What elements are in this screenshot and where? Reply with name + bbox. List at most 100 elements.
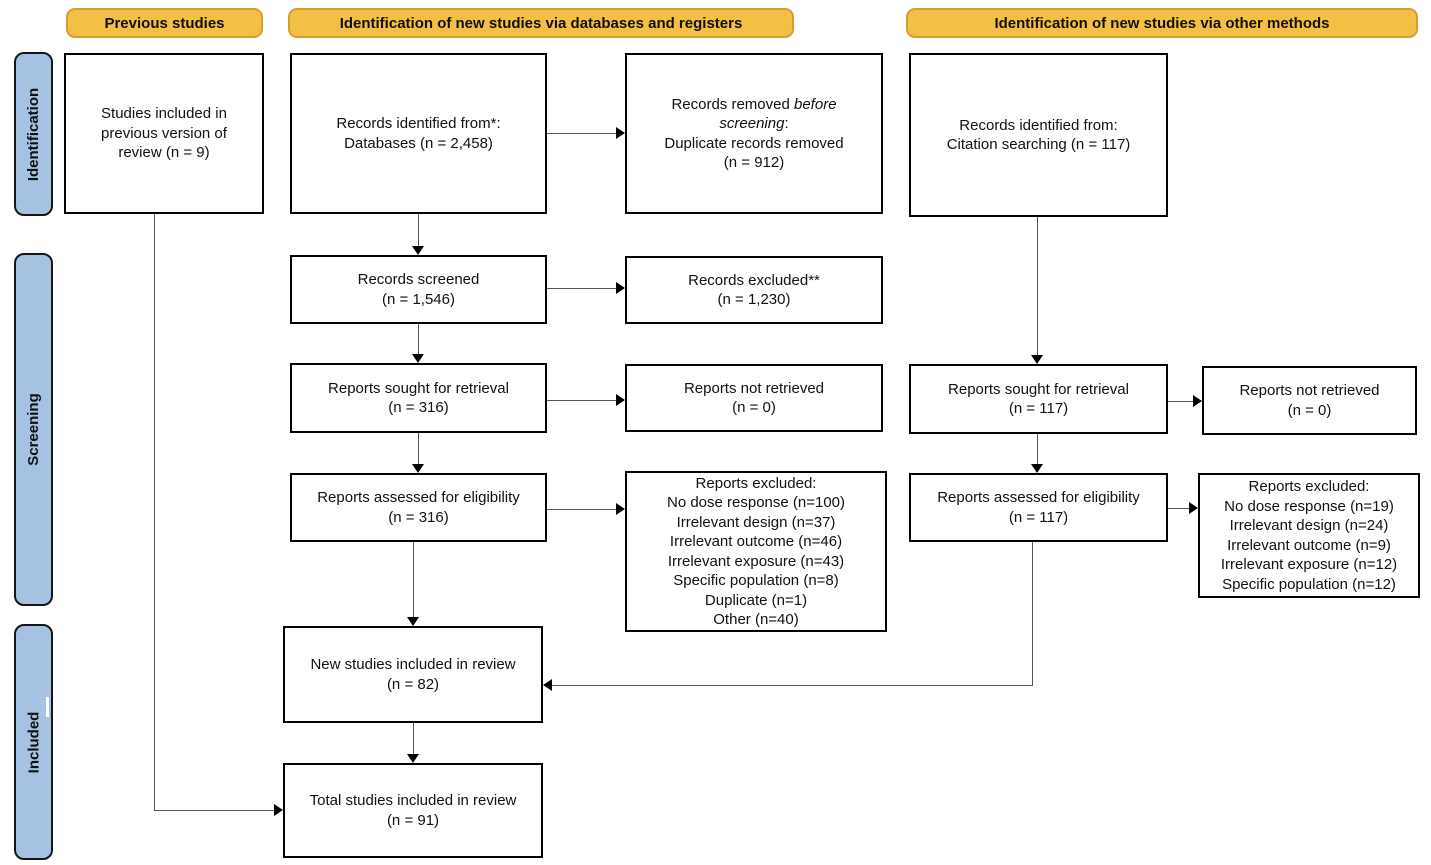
box-line: Records identified from*: — [336, 115, 501, 132]
box-line: Other (n=40) — [713, 611, 799, 628]
box-records-excluded: Records excluded** (n = 1,230) — [625, 256, 883, 324]
connector-sought-to-assessed — [418, 433, 419, 465]
arrowhead-sought-to-assessed-other — [1031, 464, 1043, 473]
box-line: (n = 117) — [1008, 508, 1069, 526]
stage-identification: Identification — [14, 52, 53, 216]
box-line: Reports sought for retrieval — [328, 379, 509, 397]
arrowhead-sought-to-assessed — [412, 464, 424, 473]
box-line: review (n = 9) — [118, 144, 210, 162]
box-reports-excluded-other: Reports excluded:No dose response (n=19)… — [1198, 473, 1420, 598]
header-other-methods: Identification of new studies via other … — [906, 8, 1418, 38]
box-reports-assessed-other: Reports assessed for eligibility (n = 117… — [909, 473, 1168, 542]
box-line: Total studies included in review — [309, 792, 517, 809]
box-line: (n = 0) — [732, 399, 776, 416]
arrowhead-sought-to-not-retrieved-other — [1193, 395, 1202, 407]
box-line: Records identified from: — [959, 116, 1118, 134]
box-line: Irrelevant outcome (n=9) — [1227, 536, 1391, 554]
connector-other-to-new-vertical — [1032, 542, 1033, 686]
stage-screening: Screening — [14, 253, 53, 606]
connector-other-to-new-horizontal — [552, 685, 1033, 686]
arrowhead-screened-to-excluded — [616, 282, 625, 294]
box-line: Citation searching (n = 117) — [946, 136, 1131, 153]
connector-citation-to-sought — [1037, 217, 1038, 356]
box-new-studies-included: New studies included in review (n = 82) — [283, 626, 543, 723]
box-line: (n = 1,546) — [382, 290, 455, 308]
box-line: (n = 117) — [1008, 400, 1069, 417]
box-reports-excluded-databases: Reports excluded:No dose response (n=100… — [625, 471, 887, 632]
connector-previous-to-total-horizontal — [154, 810, 275, 811]
connector-sought-to-not-retrieved — [547, 400, 617, 401]
box-line: New studies included in review — [310, 656, 516, 673]
connector-sought-to-assessed-other — [1037, 434, 1038, 465]
stage-screening-label: Screening — [25, 393, 42, 466]
arrowhead-assessed-to-excluded-other — [1189, 502, 1198, 514]
box-line-italic-text: screening — [719, 115, 785, 132]
arrowhead-assessed-to-new-studies — [407, 617, 419, 626]
box-line: Irrelevant outcome (n=46) — [669, 533, 843, 550]
box-line: (n = 316) — [388, 399, 449, 416]
box-line: Irrelevant design (n=24) — [1229, 517, 1389, 534]
connector-sought-to-not-retrieved-other — [1168, 401, 1194, 402]
box-line: (n = 316) — [388, 508, 449, 526]
arrowhead-new-to-total — [407, 754, 419, 763]
box-line: (n = 912) — [723, 154, 785, 171]
box-line: Reports assessed for eligibility — [937, 489, 1140, 506]
arrowhead-other-to-new — [543, 679, 552, 691]
stage-identification-label: Identification — [25, 87, 42, 181]
box-records-removed: Records removed before screening: Duplic… — [625, 53, 883, 214]
box-line: Specific population (n=8) — [673, 572, 839, 589]
arrowhead-identified-to-removed — [616, 127, 625, 139]
box-line: Records removed before — [631, 95, 877, 115]
box-line: Duplicate (n=1) — [704, 591, 808, 609]
box-line: (n = 0) — [1287, 401, 1332, 419]
connector-assessed-to-excluded — [547, 509, 617, 510]
arrowhead-previous-to-total — [274, 804, 283, 816]
box-line: Studies included in — [101, 105, 227, 123]
box-line: Irrelevant design (n=37) — [676, 513, 836, 531]
box-line: Specific population (n=12) — [1222, 575, 1396, 593]
connector-previous-to-total-vertical — [154, 214, 155, 811]
connector-identified-to-removed — [547, 133, 617, 134]
box-line: Duplicate records removed — [664, 134, 844, 152]
box-line: Records excluded** — [688, 271, 820, 289]
header-databases-registers: Identification of new studies via databa… — [288, 8, 794, 38]
box-line: Irrelevant exposure (n=12) — [1220, 556, 1398, 573]
connector-screened-to-sought — [418, 324, 419, 355]
box-line: Databases (n = 2,458) — [344, 134, 493, 152]
box-line: Records screened — [357, 271, 480, 288]
box-line: Irrelevant exposure (n=43) — [667, 552, 845, 570]
box-line: (n = 82) — [386, 675, 440, 693]
box-citation-searching: Records identified from: Citation searchi… — [909, 53, 1168, 217]
box-reports-not-retrieved-other: Reports not retrieved (n = 0) — [1202, 366, 1417, 435]
box-reports-sought-other: Reports sought for retrieval (n = 117) — [909, 364, 1168, 434]
box-reports-sought-databases: Reports sought for retrieval (n = 316) — [290, 363, 547, 433]
box-line: (n = 91) — [386, 811, 440, 829]
box-line: screening: — [631, 114, 877, 134]
arrowhead-identified-to-screened — [412, 246, 424, 255]
connector-assessed-to-excluded-other — [1168, 508, 1190, 509]
connector-identified-to-screened — [418, 214, 419, 247]
box-line: Reports excluded: — [695, 474, 817, 492]
arrowhead-assessed-to-excluded — [616, 503, 625, 515]
box-line: Reports assessed for eligibility — [317, 489, 520, 506]
connector-assessed-to-new-studies — [413, 542, 414, 618]
connector-screened-to-excluded — [547, 288, 617, 289]
box-line: No dose response (n=19) — [1224, 497, 1394, 515]
box-line-italic-text: before — [794, 95, 837, 113]
header-previous-studies: Previous studies — [66, 8, 263, 38]
box-reports-assessed-databases: Reports assessed for eligibility (n = 316… — [290, 473, 547, 542]
box-records-screened: Records screened (n = 1,546) — [290, 255, 547, 324]
arrowhead-screened-to-sought — [412, 354, 424, 363]
box-line: previous version of — [101, 124, 227, 142]
box-line: Reports sought for retrieval — [948, 380, 1129, 398]
box-line-text: Records removed — [671, 95, 794, 113]
connector-new-to-total — [413, 723, 414, 755]
stage-included-label: Included — [25, 711, 43, 773]
box-line: Reports not retrieved — [1239, 382, 1380, 399]
box-records-identified: Records identified from*: Databases (n = … — [290, 53, 547, 214]
stage-included: Included — [14, 624, 53, 860]
arrowhead-sought-to-not-retrieved — [616, 394, 625, 406]
box-line: (n = 1,230) — [717, 291, 791, 308]
